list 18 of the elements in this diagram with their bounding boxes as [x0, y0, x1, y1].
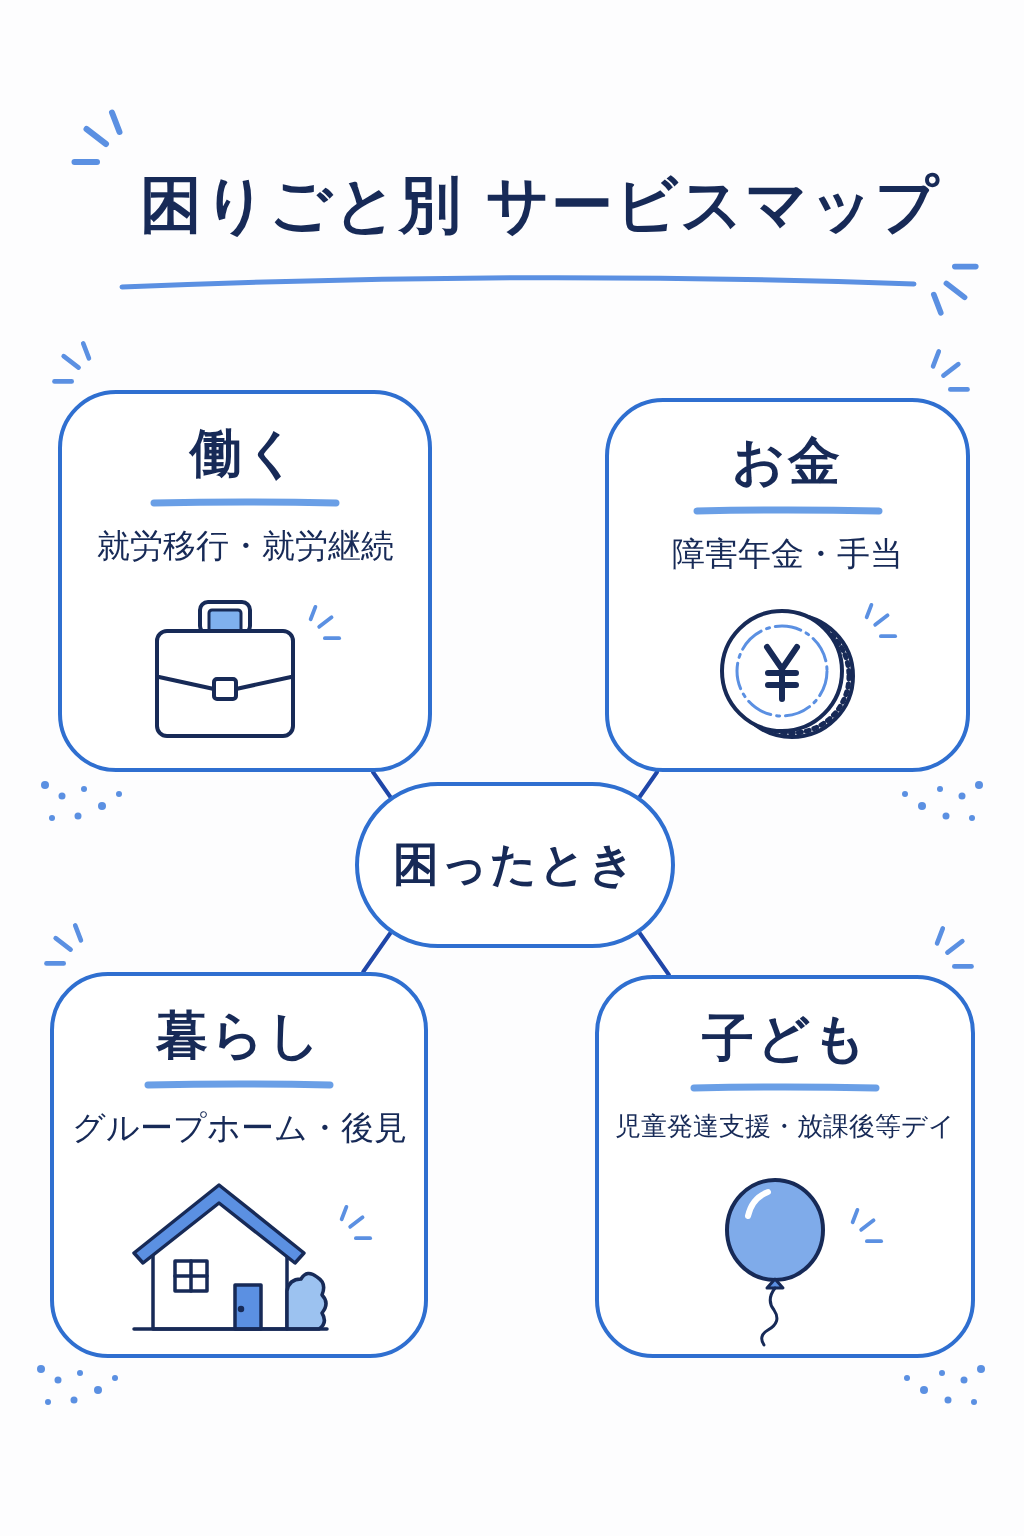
card-subtitle: 就労移行・就労継続: [96, 525, 394, 566]
card-subtitle: 児童発達支援・放課後等デイ: [615, 1110, 955, 1142]
connector-line: [637, 770, 660, 799]
card-subtitle: グループホーム・後見: [71, 1107, 407, 1148]
card-heading: お金: [732, 432, 843, 492]
card-heading: 暮らし: [155, 1006, 323, 1066]
topic-card: [595, 975, 975, 1358]
connector-line: [370, 770, 393, 799]
connector-line: [361, 931, 393, 974]
card-subtitle: 障害年金・手当: [672, 533, 903, 574]
topic-card: [605, 398, 970, 772]
connector-line: [637, 931, 671, 977]
card-heading: 子ども: [701, 1009, 869, 1069]
card-heading: 働く: [189, 424, 301, 484]
topic-card: [58, 390, 432, 772]
topic-card: [50, 972, 428, 1358]
hub-label: 困ったとき: [393, 837, 637, 893]
page-title: 困りごと別 サービスマップ: [138, 168, 942, 243]
